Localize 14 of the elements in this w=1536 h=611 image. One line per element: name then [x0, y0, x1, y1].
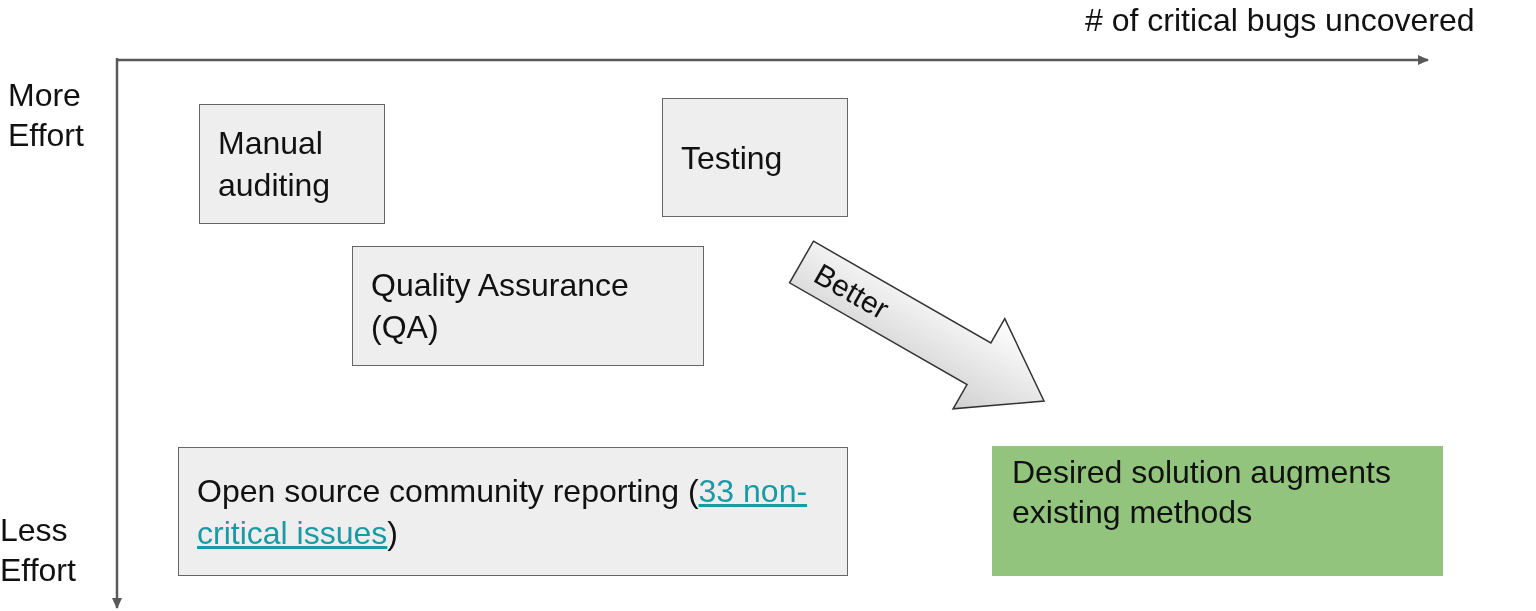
y-axis-label: More Effort [8, 76, 85, 155]
method-box [199, 104, 385, 224]
method-box [662, 98, 848, 217]
method-box [352, 246, 704, 366]
box-text: Testing [681, 138, 783, 178]
box-text: Desired solution augments existing methods [1012, 453, 1392, 532]
y-axis-label: Less Effort [0, 511, 77, 590]
box-text: Open source community reporting (33 non-critical issues) [197, 471, 809, 553]
block-arrow [788, 240, 1046, 410]
box-text: Manual auditing [218, 124, 332, 205]
method-box [178, 447, 848, 576]
box-text: Quality Assurance (QA) [371, 266, 630, 347]
solution-box [992, 446, 1443, 576]
x-axis-label: # of critical bugs uncovered [1085, 1, 1475, 40]
